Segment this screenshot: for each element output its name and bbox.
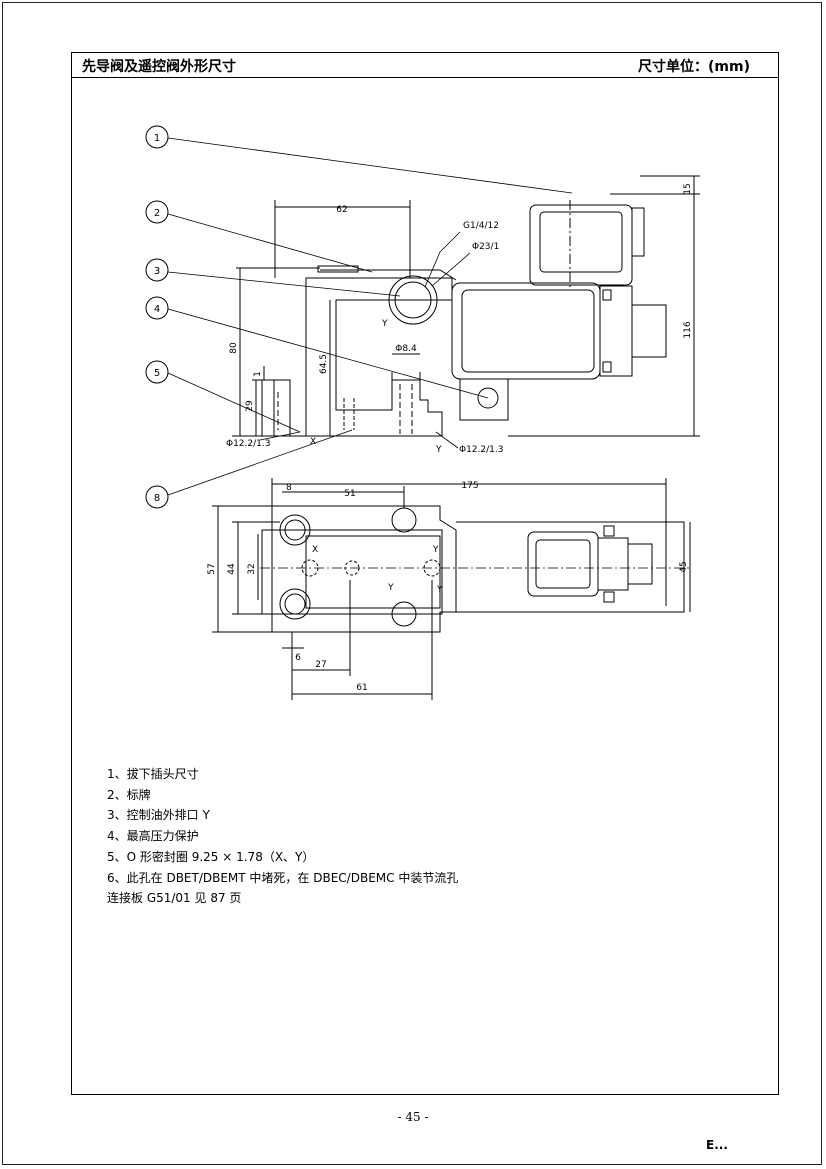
dim-phi12-left: Φ12.2/1.3 bbox=[226, 439, 270, 449]
page-number: - 45 - bbox=[397, 1110, 429, 1124]
callout-5: 5 bbox=[154, 368, 160, 379]
callout-markers: 1 2 3 4 5 8 bbox=[145, 125, 169, 509]
dim-116: 116 bbox=[683, 321, 693, 338]
dim-phi23: Φ23/1 bbox=[472, 242, 499, 252]
page-title: 先导阀及遥控阀外形尺寸 bbox=[82, 59, 236, 75]
note-item: 1、拔下插头尺寸 bbox=[107, 767, 199, 781]
title-bar: 先导阀及遥控阀外形尺寸 尺寸单位：(mm) bbox=[72, 53, 778, 78]
dimension-labels: 62 G1/4/12 Φ23/1 15 116 80 64.5 Φ8.4 1 2… bbox=[207, 183, 693, 693]
callout-4: 4 bbox=[154, 304, 160, 315]
drawing-frame: 先导阀及遥控阀外形尺寸 尺寸单位：(mm) bbox=[71, 52, 779, 1095]
technical-drawing: 1 2 3 4 5 8 62 G1/4/12 Φ23/1 15 116 80 6… bbox=[145, 125, 700, 700]
dim-32: 32 bbox=[247, 563, 257, 574]
note-item: 6、此孔在 DBET/DBEMT 中堵死，在 DBEC/DBEMC 中装节流孔 bbox=[107, 870, 459, 885]
dim-80: 80 bbox=[229, 342, 239, 354]
dim-15: 15 bbox=[683, 183, 693, 194]
dim-29: 29 bbox=[245, 400, 255, 412]
notes-list: 1、拔下插头尺寸 2、标牌 3、控制油外排口 Y 4、最高压力保护 5、O 形密… bbox=[107, 764, 458, 909]
plan-view bbox=[212, 478, 691, 700]
note-item: 3、控制油外排口 Y bbox=[107, 808, 210, 823]
callout-2: 2 bbox=[154, 208, 160, 219]
dim-64-5: 64.5 bbox=[319, 354, 329, 374]
note-item: 4、最高压力保护 bbox=[107, 829, 199, 844]
dim-1: 1 bbox=[253, 371, 263, 377]
unit-label: 尺寸单位：(mm) bbox=[638, 59, 750, 75]
note-item: 连接板 G51/01 见 87 页 bbox=[107, 891, 242, 906]
note-item: 2、标牌 bbox=[107, 787, 151, 802]
dim-61: 61 bbox=[356, 683, 367, 693]
dim-g-thread: G1/4/12 bbox=[463, 221, 499, 231]
dim-6: 6 bbox=[295, 653, 301, 663]
footer-mark: E... bbox=[706, 1138, 728, 1152]
port-y2-plan: Y bbox=[436, 585, 443, 595]
callout-1: 1 bbox=[154, 133, 160, 144]
dim-45: 45 bbox=[679, 561, 689, 572]
callout-8: 8 bbox=[154, 493, 160, 504]
port-x-side: X bbox=[310, 437, 316, 447]
port-y-front: Y bbox=[387, 583, 394, 593]
dim-175: 175 bbox=[461, 481, 478, 491]
dim-8: 8 bbox=[286, 483, 292, 493]
dim-44: 44 bbox=[227, 563, 237, 575]
callout-3: 3 bbox=[154, 266, 160, 277]
side-view bbox=[167, 137, 700, 496]
port-y-side: Y bbox=[381, 319, 388, 329]
dim-51: 51 bbox=[344, 489, 355, 499]
port-y-side-bottom: Y bbox=[435, 445, 442, 455]
dim-phi8-4: Φ8.4 bbox=[395, 344, 417, 354]
note-item: 5、O 形密封圈 9.25 × 1.78（X、Y） bbox=[107, 849, 315, 864]
dim-27: 27 bbox=[315, 660, 326, 670]
port-y-plan: Y bbox=[432, 545, 439, 555]
port-x-plan: X bbox=[312, 545, 318, 555]
dim-57: 57 bbox=[207, 563, 217, 574]
dim-62: 62 bbox=[336, 205, 347, 215]
dim-phi12-right: Φ12.2/1.3 bbox=[459, 445, 503, 455]
